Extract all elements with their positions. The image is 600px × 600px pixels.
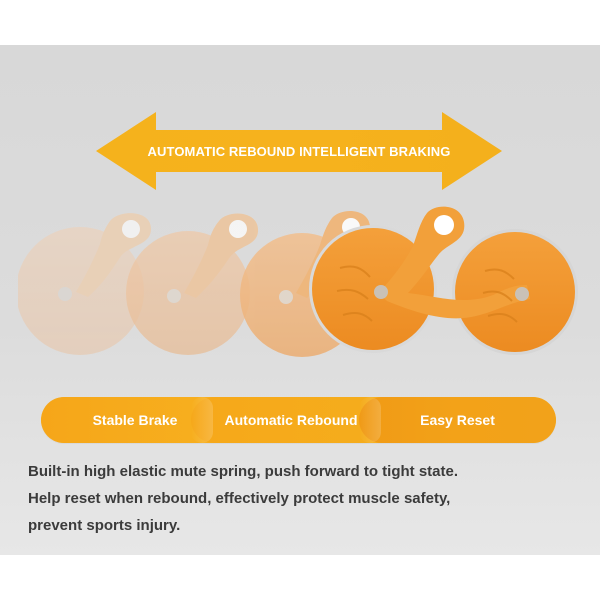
feature-divider-2	[359, 397, 381, 443]
feature-easy-reset: Easy Reset	[359, 397, 556, 443]
feature-divider-1	[191, 397, 213, 443]
description-line-2: Help reset when rebound, effectively pro…	[28, 490, 451, 507]
roller-ghost-1	[18, 213, 152, 355]
roller-ghost-2	[126, 213, 259, 355]
double-arrow-icon	[96, 112, 502, 190]
roller-front	[309, 206, 578, 355]
feature-automatic-rebound: Automatic Rebound	[191, 397, 391, 443]
feature-easy-reset-label: Easy Reset	[420, 412, 495, 428]
braking-arrow-banner: AUTOMATIC REBOUND INTELLIGENT BRAKING	[96, 112, 502, 190]
feature-stable-brake-label: Stable Brake	[92, 412, 178, 428]
feature-automatic-rebound-label: Automatic Rebound	[224, 412, 358, 428]
braking-headline: AUTOMATIC REBOUND INTELLIGENT BRAKING	[147, 143, 451, 159]
feature-bar: Stable Brake Automatic Rebound Easy Rese…	[41, 397, 556, 443]
description-line-3: prevent sports injury.	[28, 517, 181, 534]
description-text: Built-in high elastic mute spring, push …	[28, 458, 588, 539]
description-line-1: Built-in high elastic mute spring, push …	[28, 463, 459, 480]
product-visual	[18, 206, 578, 357]
